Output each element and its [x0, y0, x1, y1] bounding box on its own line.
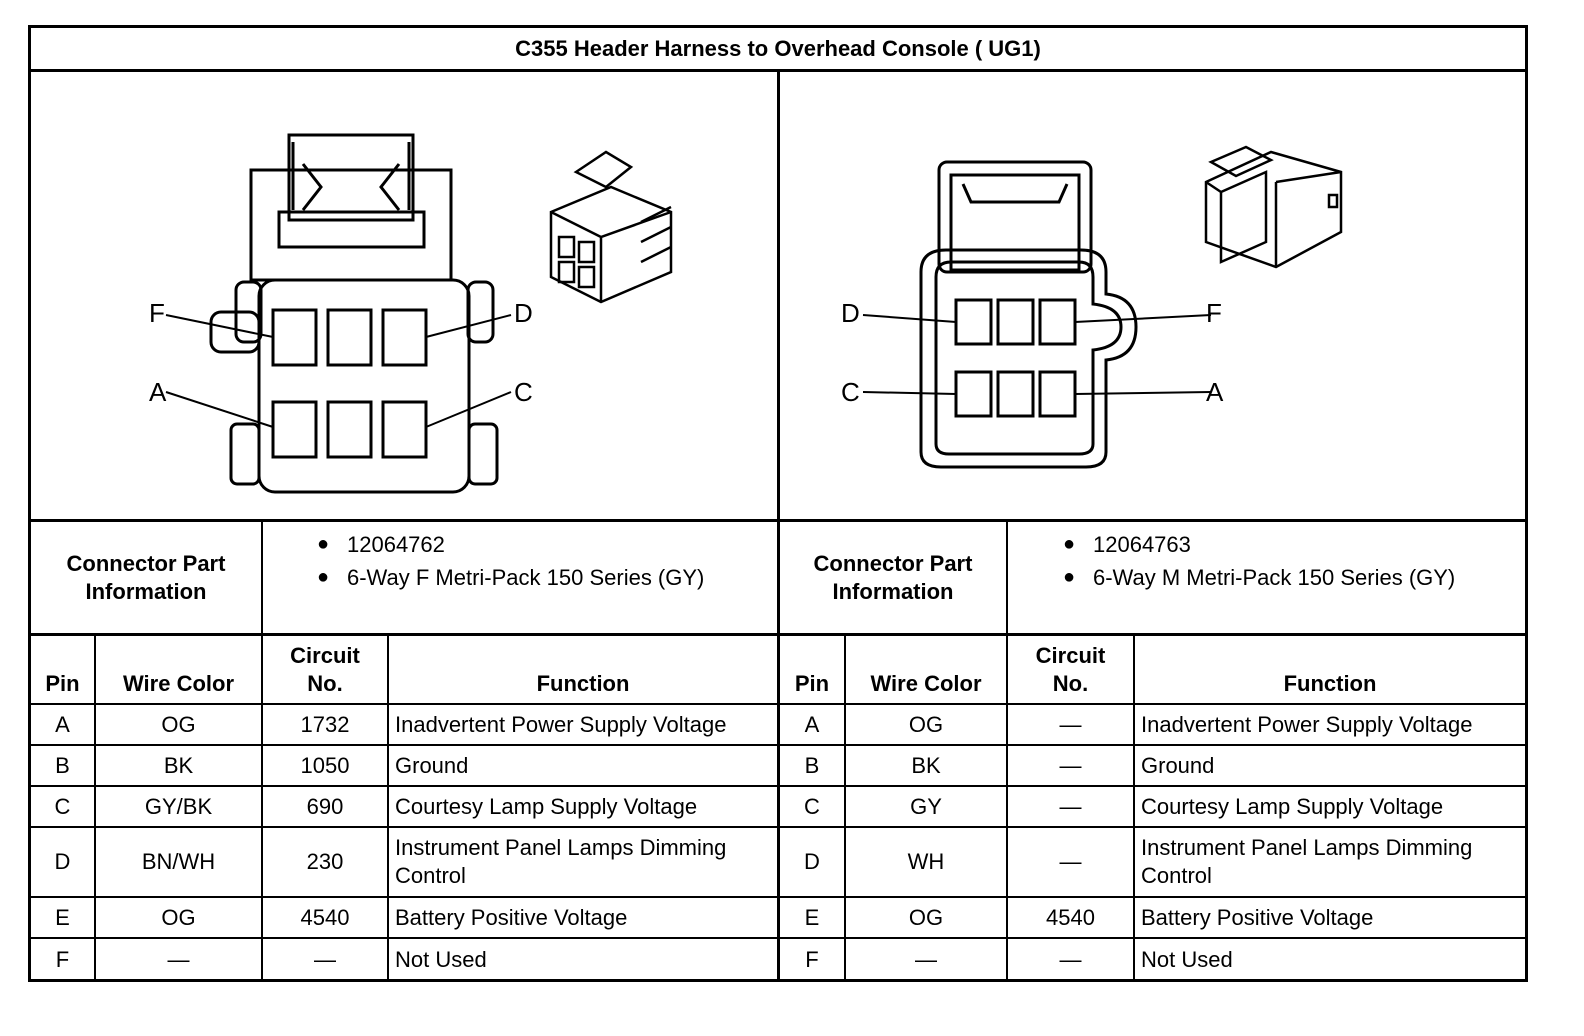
table-row-function: Ground — [1141, 752, 1215, 778]
table-row-wire: BK — [163, 752, 194, 778]
left-connector-drawing: F D A C — [31, 72, 779, 522]
table-row-function: Inadvertent Power Supply Voltage — [1141, 711, 1473, 737]
table-top-border — [31, 519, 1525, 522]
male-connector-face-icon — [862, 145, 1343, 469]
table-row-wire: GY/BK — [144, 793, 213, 819]
list-item: ●12064763 — [1062, 531, 1191, 557]
row-border — [31, 785, 1525, 787]
right-header-pin: Pin — [794, 671, 830, 696]
table-row-circuit: 4540 — [1046, 904, 1095, 930]
pin-label-f: F — [149, 298, 165, 328]
col-border — [844, 633, 846, 982]
col-border — [387, 633, 389, 982]
col-border — [261, 519, 263, 982]
table-row-pin: E — [55, 904, 70, 930]
table-row-pin: F — [805, 946, 819, 972]
pin-label-d-male: D — [841, 298, 860, 328]
left-info-list: ●12064762 ●6-Way F Metri-Pack 150 Series… — [299, 528, 704, 594]
table-row-function: Battery Positive Voltage — [395, 904, 628, 930]
table-row-circuit: — — [1059, 849, 1082, 874]
right-header-circuit: Circuit No. — [1035, 642, 1106, 696]
list-item: ●12064762 — [316, 531, 445, 557]
list-item: ●6-Way F Metri-Pack 150 Series (GY) — [316, 564, 705, 590]
table-row-pin: B — [55, 752, 70, 778]
table-row-function: Instrument Panel Lamps Dimming Control — [1141, 835, 1473, 888]
info-bottom-border — [31, 633, 1525, 636]
row-border — [31, 744, 1525, 746]
left-header-function: Function — [536, 671, 630, 696]
table-row-wire: OG — [908, 711, 944, 737]
table-row-pin: B — [804, 752, 820, 778]
table-row-circuit: 1732 — [300, 711, 350, 737]
pin-label-c-male: C — [841, 377, 860, 407]
left-header-circuit: Circuit No. — [290, 642, 360, 696]
table-row-pin: A — [804, 711, 820, 737]
table-row-wire: OG — [161, 904, 196, 930]
table-row-wire: — — [167, 946, 190, 972]
diagram-title: C355 Header Harness to Overhead Console … — [31, 28, 1525, 72]
table-row-wire: OG — [161, 711, 196, 737]
table-row-wire: OG — [908, 904, 944, 930]
row-border — [31, 826, 1525, 828]
table-row-circuit: — — [1059, 711, 1082, 737]
table-row-pin: A — [55, 711, 70, 737]
table-row-wire: BN/WH — [141, 849, 216, 874]
table-row-circuit: 1050 — [300, 752, 350, 778]
col-border — [1133, 633, 1135, 982]
left-header-pin: Pin — [45, 671, 80, 696]
list-item: ●6-Way M Metri-Pack 150 Series (GY) — [1062, 564, 1456, 590]
table-row-circuit: 230 — [306, 849, 344, 874]
pin-label-d: D — [514, 298, 533, 328]
table-row-function: Not Used — [395, 946, 487, 972]
table-row-circuit: — — [314, 946, 336, 972]
table-row-function: Courtesy Lamp Supply Voltage — [395, 793, 698, 819]
table-row-wire: BK — [911, 752, 941, 778]
table-row-pin: C — [804, 793, 820, 819]
table-row-function: Ground — [395, 752, 469, 778]
connector-sheet: C355 Header Harness to Overhead Console … — [28, 25, 1528, 982]
right-info-label: Connector Part Information — [813, 550, 973, 604]
table-row-pin: D — [54, 849, 71, 874]
center-divider — [777, 72, 780, 982]
pin-label-a-male: A — [1206, 377, 1224, 407]
right-connector-drawing: D F C A — [781, 72, 1525, 522]
table-row-circuit: — — [1059, 793, 1082, 819]
table-row-circuit: — — [1059, 946, 1082, 972]
table-row-function: Courtesy Lamp Supply Voltage — [1141, 793, 1444, 819]
female-connector-face-icon — [165, 133, 673, 494]
pin-label-a: A — [149, 377, 167, 407]
table-row-circuit: 690 — [306, 793, 344, 819]
row-border — [31, 896, 1525, 898]
table-row-function: Battery Positive Voltage — [1141, 904, 1374, 930]
left-header-wire-color: Wire Color — [122, 671, 235, 696]
pin-label-c: C — [514, 377, 533, 407]
table-row-function: Not Used — [1141, 946, 1233, 972]
table-row-pin: C — [54, 793, 71, 819]
table-row-wire: GY — [910, 793, 942, 819]
table-row-function: Instrument Panel Lamps Dimming Control — [395, 835, 727, 888]
table-row-circuit: 4540 — [300, 904, 350, 930]
table-row-function: Inadvertent Power Supply Voltage — [395, 711, 727, 737]
header-bottom-border — [31, 703, 1525, 705]
table-row-circuit: — — [1059, 752, 1082, 778]
table-row-pin: D — [804, 849, 820, 874]
col-border — [1006, 519, 1008, 982]
pin-label-f-male: F — [1206, 298, 1222, 328]
right-header-function: Function — [1283, 671, 1377, 696]
table-row-wire: — — [915, 946, 937, 972]
right-header-wire-color: Wire Color — [870, 671, 982, 696]
left-info-label: Connector Part Information — [66, 550, 226, 604]
right-info-list: ●12064763 ●6-Way M Metri-Pack 150 Series… — [1045, 528, 1455, 594]
table-row-pin: E — [804, 904, 820, 930]
table-row-wire: WH — [907, 849, 945, 874]
row-border — [31, 937, 1525, 939]
col-border — [94, 633, 96, 982]
table-row-pin: F — [55, 946, 70, 972]
